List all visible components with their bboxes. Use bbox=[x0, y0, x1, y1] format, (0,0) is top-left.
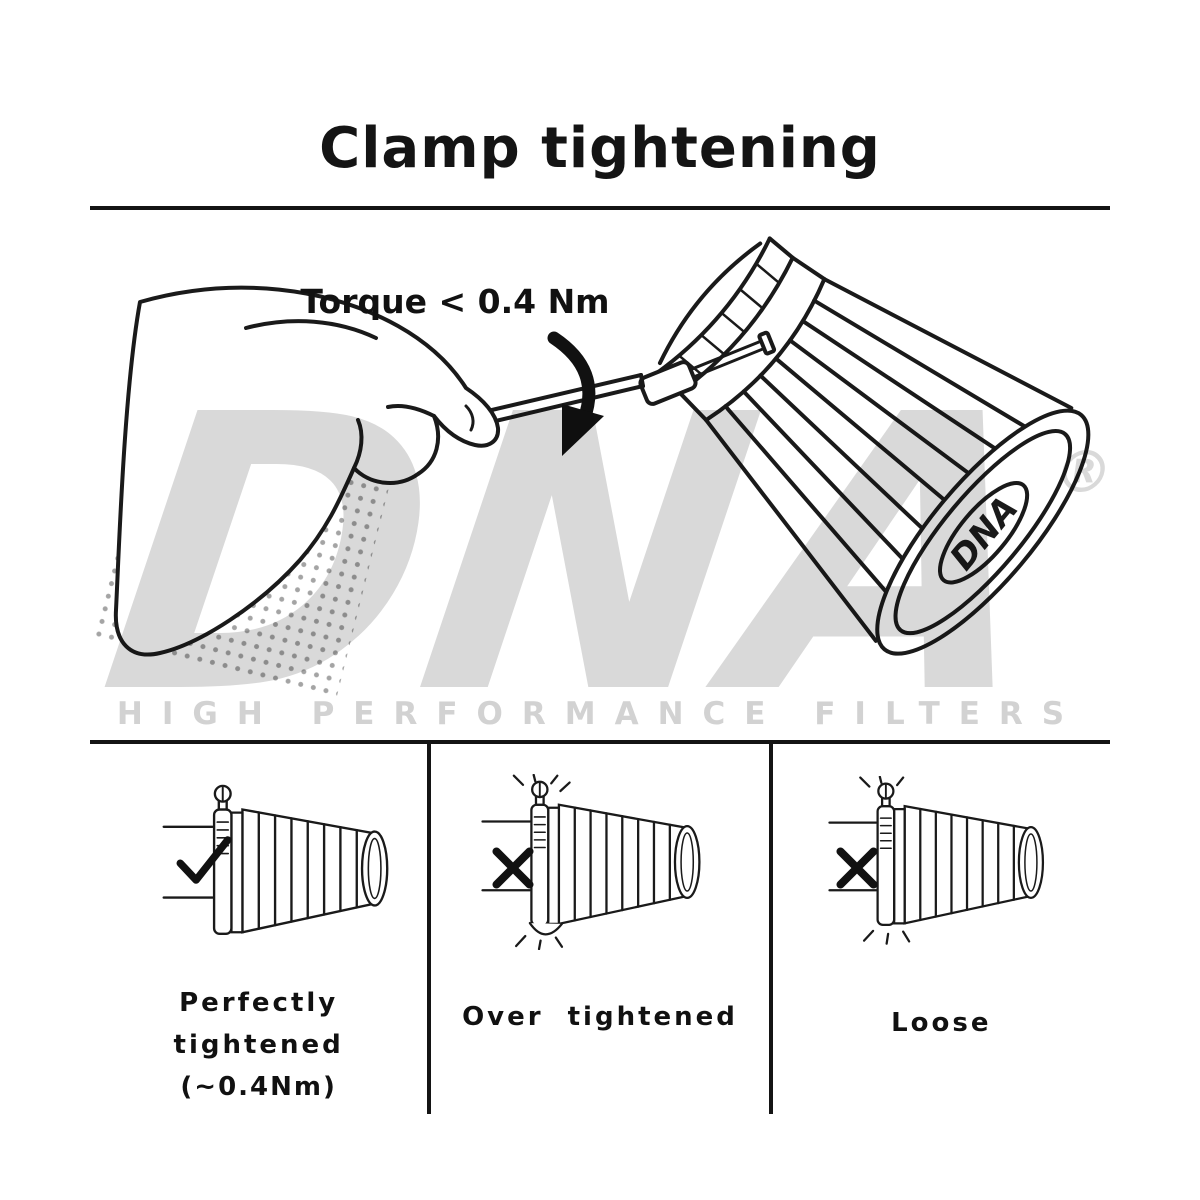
shock-lines bbox=[513, 774, 572, 950]
bulged-rubber bbox=[529, 921, 564, 936]
clamp-screw-housing bbox=[638, 330, 777, 406]
comparison-section: Perfectly tightened (~0.4Nm) Over tighte… bbox=[90, 740, 1110, 1114]
watermark-tagline: HIGH PERFORMANCE FILTERS bbox=[116, 696, 1084, 732]
panel-loose: Loose bbox=[768, 744, 1110, 1114]
panel-label-line1: Perfectly tightened bbox=[173, 988, 344, 1060]
shock-lines bbox=[858, 776, 910, 945]
main-illustration: DNA bbox=[89, 236, 1091, 698]
title-divider bbox=[90, 206, 1110, 210]
filter-end-cap bbox=[875, 408, 1091, 656]
hand-illustration bbox=[113, 285, 501, 657]
panel-label-line1: Over tightened bbox=[462, 1002, 738, 1032]
cap-logo-oval bbox=[937, 481, 1030, 585]
panel-label: Over tightened bbox=[431, 996, 768, 1038]
rotation-arrow-icon bbox=[547, 331, 604, 456]
page-title: Clamp tightening bbox=[319, 116, 881, 181]
panel-perfectly-tightened: Perfectly tightened (~0.4Nm) bbox=[90, 744, 427, 1114]
filter-figure-loose bbox=[828, 776, 1076, 945]
filter-figure-over-tightened bbox=[481, 774, 733, 950]
panel-over-tightened: Over tightened bbox=[427, 744, 768, 1114]
x-icon bbox=[836, 847, 878, 889]
check-icon bbox=[176, 836, 232, 884]
x-icon bbox=[492, 847, 534, 889]
air-filter-illustration: DNA bbox=[654, 236, 1091, 656]
panel-label: Perfectly tightened (~0.4Nm) bbox=[90, 982, 427, 1108]
panel-label-line2: (~0.4Nm) bbox=[180, 1072, 337, 1102]
panel-label: Loose bbox=[773, 1002, 1110, 1044]
torque-label: Torque < 0.4 Nm bbox=[300, 282, 610, 321]
panel-label-line1: Loose bbox=[891, 1008, 992, 1038]
